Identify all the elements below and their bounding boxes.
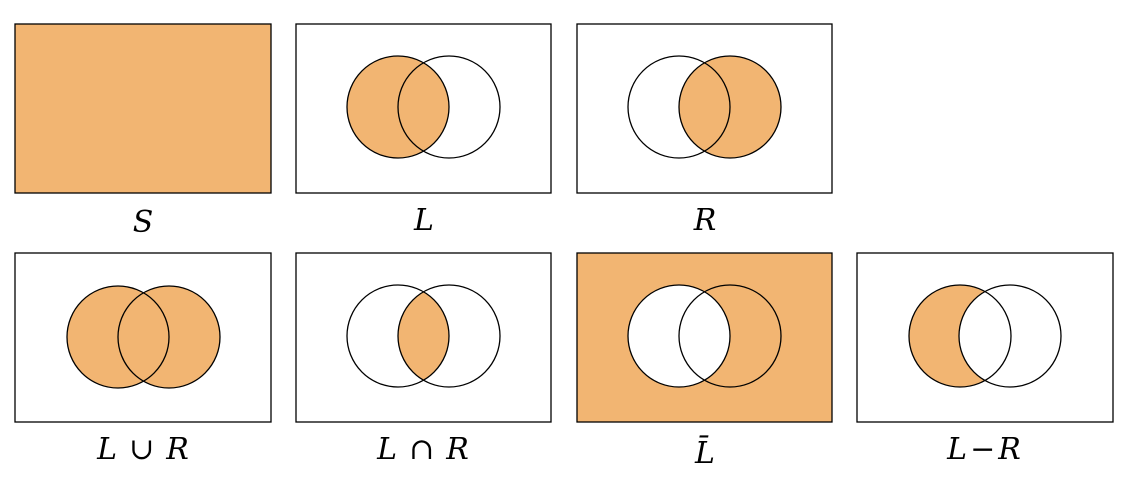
panel-l-bar-right-circle — [678, 284, 782, 388]
panel-l-bar: L̄ — [576, 252, 833, 471]
panel-l-bar-left-circle — [627, 284, 731, 388]
panel-s: S — [14, 23, 272, 240]
caption-s: S — [133, 205, 154, 240]
panel-s-box — [14, 23, 272, 194]
panel-l-union-r-left-circle — [66, 285, 170, 389]
panel-l-intersect-r-left-circle — [346, 284, 450, 388]
panel-l-right-circle — [397, 55, 501, 159]
panel-l-intersect-r-region-overlap — [398, 285, 449, 387]
caption-l-minus-r: L−R — [946, 432, 1021, 467]
caption-r: R — [693, 203, 717, 238]
caption-l: L — [413, 203, 434, 238]
panel-l-intersect-r-shading — [398, 285, 449, 387]
panel-l-minus-r-right-circle — [958, 284, 1062, 388]
panel-r: R — [576, 23, 833, 238]
caption-l-intersect-r: L∩R — [376, 432, 469, 467]
panel-l-union-r-right-circle — [117, 285, 221, 389]
panel-r-left-circle — [627, 55, 731, 159]
panel-l: L — [295, 23, 552, 238]
caption-l-union-r: L∪R — [96, 432, 189, 467]
panel-l-minus-r-shading — [909, 285, 1061, 387]
panel-r-right-circle — [678, 55, 782, 159]
panel-l-minus-r: L−R — [856, 252, 1114, 467]
panel-l-intersect-r: L∩R — [295, 252, 552, 467]
caption-l-bar: L̄ — [694, 435, 715, 471]
panel-l-minus-r-region-right-hole — [959, 285, 1061, 387]
panel-l-left-circle — [346, 55, 450, 159]
panel-l-union-r: L∪R — [14, 252, 272, 467]
panel-l-union-r-shading — [67, 286, 220, 388]
panel-l-minus-r-left-circle — [908, 284, 1012, 388]
panel-l-intersect-r-right-circle — [397, 284, 501, 388]
